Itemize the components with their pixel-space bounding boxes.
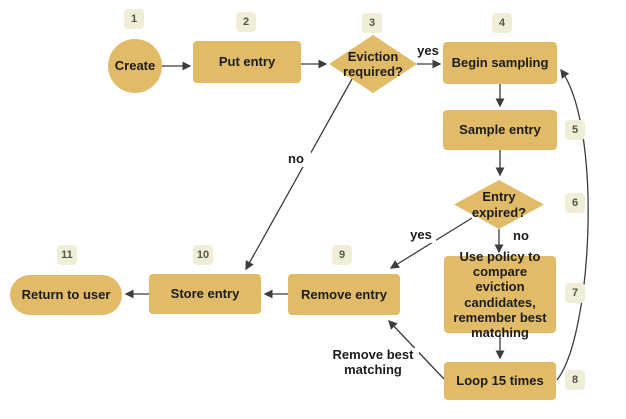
node-remove-entry[interactable]: Remove entry	[288, 274, 400, 315]
edge-label-eviction-yes: yes	[413, 43, 443, 59]
edge-label-eviction-no: no	[281, 151, 311, 167]
node-label: Loop 15 times	[456, 373, 544, 389]
node-label: Sample entry	[459, 122, 541, 138]
node-entry-expired[interactable]: Entry expired?	[454, 180, 544, 229]
step-badge-11: 11	[57, 245, 77, 265]
node-use-policy[interactable]: Use policy to compare eviction candidate…	[444, 249, 556, 340]
node-label: Return to user	[21, 287, 111, 303]
step-badge-2: 2	[236, 12, 256, 32]
node-begin-sampling[interactable]: Begin sampling	[443, 42, 557, 84]
node-create[interactable]: Create	[108, 39, 162, 93]
edge-expired-to-remove	[389, 217, 473, 269]
node-label: Eviction required?	[343, 48, 403, 79]
step-badge-3: 3	[362, 13, 382, 33]
node-put-entry[interactable]: Put entry	[193, 41, 301, 83]
edge-label-expired-yes: yes	[406, 227, 436, 243]
node-eviction-required[interactable]: Eviction required?	[329, 35, 417, 93]
edge-loop-to-begin-sampling	[556, 68, 589, 381]
node-label: Begin sampling	[451, 55, 549, 71]
node-label: Use policy to compare eviction candidate…	[453, 249, 547, 340]
node-sample-entry[interactable]: Sample entry	[443, 110, 557, 150]
node-store-entry[interactable]: Store entry	[149, 274, 261, 314]
step-badge-10: 10	[193, 245, 213, 265]
node-label: Entry expired?	[471, 189, 527, 220]
node-label: Put entry	[218, 54, 276, 70]
edge-eviction-to-store-entry	[245, 78, 353, 271]
node-label: Create	[114, 58, 156, 74]
node-loop-15-times[interactable]: Loop 15 times	[444, 362, 556, 400]
step-badge-9: 9	[332, 245, 352, 265]
node-label: Store entry	[170, 286, 240, 302]
step-badge-4: 4	[492, 13, 512, 33]
step-badge-1: 1	[124, 9, 144, 29]
step-badge-5: 5	[565, 120, 585, 140]
step-badge-6: 6	[565, 193, 585, 213]
step-badge-7: 7	[565, 283, 585, 303]
edge-label-expired-no: no	[506, 228, 536, 244]
node-label: Remove entry	[301, 286, 387, 302]
node-return-to-user[interactable]: Return to user	[10, 275, 122, 315]
step-badge-8: 8	[565, 370, 585, 390]
edge-label-remove-best-matching: Remove best matching	[327, 347, 419, 378]
